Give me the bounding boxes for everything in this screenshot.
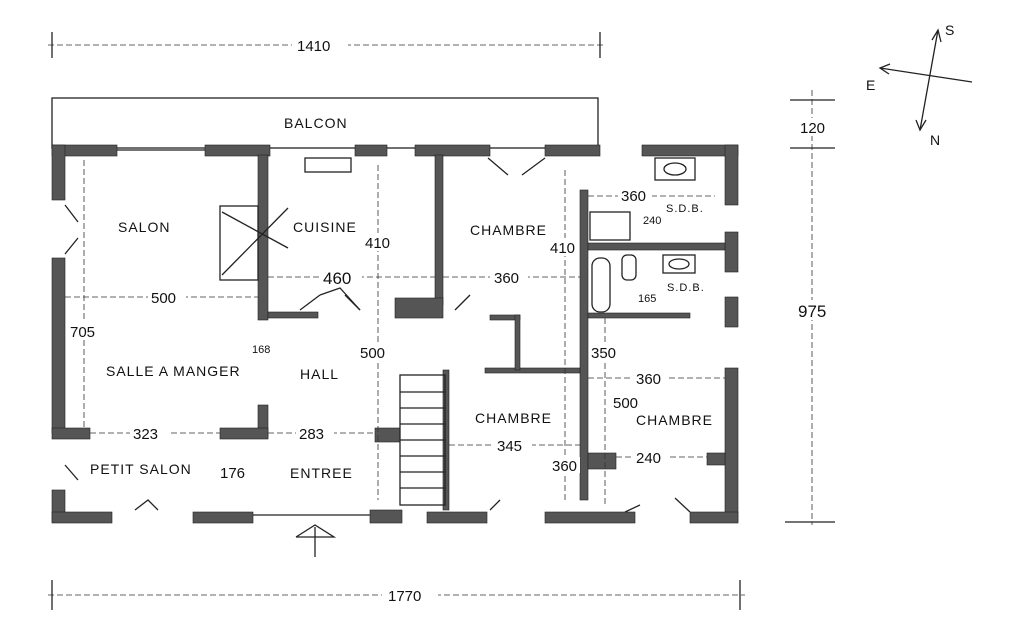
- dim-hall-width: 283: [299, 426, 324, 443]
- walls: [51, 144, 739, 524]
- dim-cuisine-depth: 410: [365, 235, 390, 252]
- dim-top: 1410: [297, 38, 330, 55]
- dim-bottom: 1770: [388, 588, 421, 605]
- dim-sdb2-depth: 165: [638, 293, 656, 305]
- dim-chambre3-depth: 500: [613, 395, 638, 412]
- room-labels: SALON CUISINE CHAMBRE S.D.B. S.D.B. SALL…: [90, 203, 713, 481]
- room-cuisine: CUISINE: [293, 219, 357, 235]
- dim-chambre1-depth: 410: [550, 240, 575, 257]
- dim-balcony: 120: [800, 120, 825, 137]
- dim-salon-depth: 705: [70, 324, 95, 341]
- entrance-arrow-icon: [295, 524, 337, 557]
- dim-chambre2-depth: 360: [552, 458, 577, 475]
- dim-chambre3-width: 360: [636, 371, 661, 388]
- compass-south: S: [945, 22, 955, 38]
- dim-cuisine-width: 460: [323, 269, 351, 288]
- room-hall: HALL: [300, 366, 339, 382]
- compass-north: N: [930, 132, 941, 148]
- dim-chambre3-inner: 240: [636, 450, 661, 467]
- room-entree: ENTREE: [290, 465, 353, 481]
- room-salle-a-manger: SALLE A MANGER: [106, 363, 241, 379]
- room-chambre-1: CHAMBRE: [470, 222, 547, 238]
- dim-sdb1-depth: 240: [643, 215, 661, 227]
- dim-pillar: 168: [252, 344, 270, 356]
- compass-east: E: [866, 77, 876, 93]
- dim-chambre1-width: 360: [494, 270, 519, 287]
- room-salon: SALON: [118, 219, 170, 235]
- fixtures: [64, 157, 696, 513]
- compass-icon: [878, 28, 973, 132]
- room-petit-salon: PETIT SALON: [90, 461, 192, 477]
- dim-sam-width: 323: [133, 426, 158, 443]
- dim-sdb1-width: 360: [621, 188, 646, 205]
- dim-corridor: 350: [591, 345, 616, 362]
- dim-chambre2-width: 345: [497, 438, 522, 455]
- room-chambre-2: CHAMBRE: [475, 410, 552, 426]
- room-balcon: BALCON: [284, 115, 348, 131]
- room-sdb-1: S.D.B.: [666, 203, 704, 215]
- balcony: [51, 97, 599, 149]
- dim-depth: 975: [798, 302, 826, 321]
- dim-petit-salon-depth: 176: [220, 465, 245, 482]
- room-sdb-2: S.D.B.: [667, 282, 705, 294]
- dim-salon-width: 500: [151, 290, 176, 307]
- room-chambre-3: CHAMBRE: [636, 412, 713, 428]
- dim-hall-depth: 500: [360, 345, 385, 362]
- dimension-values: 410 460 500 705 168 500 323 283 176 410 …: [68, 188, 669, 482]
